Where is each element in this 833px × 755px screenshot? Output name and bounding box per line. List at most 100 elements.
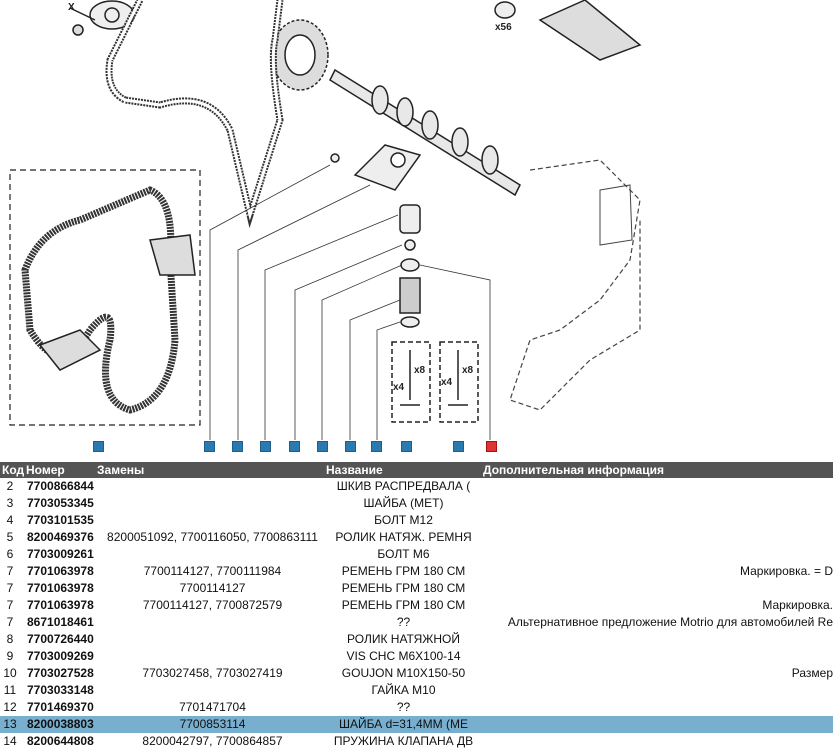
cell-info: Маркировка. = D	[739, 564, 833, 578]
cell-number: 8200469376	[27, 530, 94, 544]
callout-21[interactable]: 21	[93, 441, 104, 452]
callout-16[interactable]: 16	[453, 441, 464, 452]
callout-9[interactable]: 9	[232, 441, 243, 452]
cell-number: 7700866844	[27, 479, 94, 493]
cell-number: 7703101535	[27, 513, 94, 527]
cell-replacements: 7700114127, 7700872579	[142, 598, 283, 612]
cell-name: БОЛТ М12	[374, 513, 433, 527]
valve-train	[391, 204, 479, 423]
callout-13-highlighted[interactable]: 13	[486, 441, 497, 452]
table-row[interactable]: 9 7703009269 VIS CHC M6X100-14	[0, 648, 833, 665]
cell-code: 12	[3, 700, 17, 714]
exploded-view-drawing: X x56	[9, 0, 642, 440]
cell-replacements: 7700114127, 7700111984	[143, 564, 282, 578]
table-row[interactable]: 5 8200469376 8200051092, 7700116050, 77008…	[0, 529, 833, 546]
cell-name: РЕМЕНЬ ГРМ 180 СМ	[341, 581, 466, 595]
cell-number: 8200644808	[27, 734, 94, 748]
cell-number: 7701063978	[27, 598, 94, 612]
cell-name: РОЛИК НАТЯЖ. РЕМНЯ	[335, 530, 472, 544]
header-name[interactable]: Название	[326, 463, 383, 477]
cell-number: 7701469370	[27, 700, 94, 714]
cell-number: 7700726440	[27, 632, 94, 646]
tensioner-kit	[38, 234, 196, 371]
cell-number: 7701063978	[27, 581, 94, 595]
table-row[interactable]: 4 7703101535 БОЛТ М12	[0, 512, 833, 529]
x4-label-left: x4	[393, 382, 405, 393]
header-number[interactable]: Номер	[26, 463, 65, 477]
cell-name: ??	[396, 615, 411, 629]
cell-number: 7703033148	[27, 683, 94, 697]
callout-14[interactable]: 14	[371, 441, 382, 452]
callout-2[interactable]: 2	[260, 441, 271, 452]
cell-replacements: 8200051092, 7700116050, 7700863111	[107, 530, 318, 544]
valve-cover-gasket: x56	[494, 0, 642, 61]
cell-number: 7703027528	[27, 666, 94, 680]
x56-label: x56	[495, 22, 512, 33]
cell-name: ШАЙБА (МЕТ)	[363, 496, 444, 510]
table-row[interactable]: 14 8200644808 8200042797, 7700864857 ПРУЖИН…	[0, 733, 833, 750]
cell-number: 8200038803	[27, 717, 94, 731]
cell-number: 7703009269	[27, 649, 94, 663]
table-row[interactable]: 13 8200038803 7700853114 ШАЙБА d=31,4MM (МЕ	[0, 716, 833, 733]
cell-info: Размер	[791, 666, 833, 680]
cell-code: 9	[6, 649, 14, 663]
cell-replacements: 7701471704	[179, 700, 246, 714]
cell-name: ПРУЖИНА КЛАПАНА ДВ	[333, 734, 474, 748]
cell-code: 3	[6, 496, 14, 510]
cell-code: 7	[6, 598, 14, 612]
cell-replacements: 7700853114	[179, 717, 246, 731]
table-header: Код Номер Замены Название Дополнительная…	[0, 462, 833, 478]
cell-name: РЕМЕНЬ ГРМ 180 СМ	[341, 598, 466, 612]
cell-code: 2	[6, 479, 14, 493]
cell-name: ШАЙБА d=31,4MM (МЕ	[339, 717, 468, 731]
cell-replacements: 8200042797, 7700864857	[142, 734, 283, 748]
callout-10[interactable]: 10	[204, 441, 215, 452]
cell-code: 5	[6, 530, 14, 544]
cell-number: 7703009261	[27, 547, 94, 561]
cell-info: Маркировка.	[762, 598, 833, 612]
parts-diagram: X x56	[9, 0, 642, 452]
table-row[interactable]: 7 8671018461?? Альтернативное предложение …	[0, 614, 833, 631]
cell-code: 13	[3, 717, 17, 731]
timing-belt-upper	[105, 0, 284, 229]
cell-code: 7	[6, 581, 14, 595]
camshaft	[329, 68, 521, 197]
cell-info: Альтернативное предложение Motrio для ав…	[507, 615, 833, 629]
callout-13[interactable]: 13	[345, 441, 356, 452]
callout-15[interactable]: 15	[401, 441, 412, 452]
table-row[interactable]: 12 7701469370 7701471704??	[0, 699, 833, 716]
cell-code: 7	[6, 564, 14, 578]
x4-label-right: x4	[441, 377, 453, 388]
cell-number: 8671018461	[27, 615, 94, 629]
cell-name: ??	[396, 700, 411, 714]
callout-12[interactable]: 12	[317, 441, 328, 452]
table-row[interactable]: 7 7701063978 7700114127, 7700872579 РЕМЕНЬ …	[0, 597, 833, 614]
cell-name: GOUJON M10X150-50	[341, 666, 466, 680]
cell-code: 7	[6, 615, 14, 629]
timing-belt-kit	[21, 186, 179, 414]
header-code[interactable]: Код	[2, 463, 25, 477]
cell-code: 4	[6, 513, 14, 527]
table-row[interactable]: 3 7703053345 ШАЙБА (МЕТ)	[0, 495, 833, 512]
header-info[interactable]: Дополнительная информация	[483, 463, 664, 477]
belt-kit-box	[9, 169, 201, 426]
callout-11[interactable]: 11	[289, 441, 300, 452]
svg-text:X: X	[68, 2, 75, 13]
cell-code: 6	[6, 547, 14, 561]
cell-name: VIS CHC M6X100-14	[346, 649, 461, 663]
cell-number: 7703053345	[27, 496, 94, 510]
x8-label-left: x8	[414, 365, 426, 376]
cell-code: 10	[3, 666, 17, 680]
cell-code: 8	[6, 632, 14, 646]
cell-name: РЕМЕНЬ ГРМ 180 СМ	[341, 564, 466, 578]
header-replacements[interactable]: Замены	[97, 463, 145, 477]
camshaft-pulley	[271, 19, 329, 91]
cell-code: 14	[3, 734, 17, 748]
